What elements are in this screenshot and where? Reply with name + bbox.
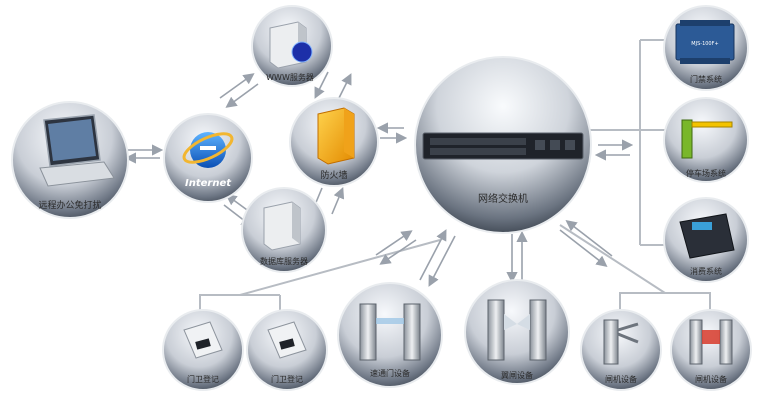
wing-gate-label: 翼闸设备	[501, 370, 533, 380]
access-control-label: 门禁系统	[690, 74, 722, 84]
controller-board-icon: MJS-100F+	[675, 20, 735, 64]
card-reader-icon	[267, 321, 307, 359]
node-access-control[interactable]: MJS-100F+ 门禁系统	[663, 5, 749, 91]
internet-label: Internet	[185, 178, 232, 189]
remote-office-label: 远程办公免打扰	[38, 199, 101, 211]
node-www-server[interactable]: WWW服务器	[251, 5, 333, 87]
node-guard-registration-1[interactable]: 门卫登记	[162, 309, 244, 391]
tripod-gate-label: 闸机设备	[605, 374, 637, 384]
internet-explorer-icon	[182, 132, 234, 168]
node-network-switch[interactable]: 网络交换机	[414, 56, 592, 234]
guard-registration-2-label: 门卫登记	[271, 374, 303, 384]
connector-lines	[199, 39, 711, 312]
arrows	[124, 71, 634, 287]
laptop-icon	[39, 114, 115, 187]
switch-icon	[422, 132, 584, 160]
guard-registration-1-label: 门卫登记	[187, 374, 219, 384]
node-swing-gate[interactable]: 闸机设备	[670, 309, 752, 391]
speed-gate-label: 速通门设备	[370, 368, 410, 378]
globe-icon	[291, 41, 313, 63]
speed-gate-icon	[359, 303, 421, 361]
www-server-label: WWW服务器	[266, 72, 314, 82]
barrier-gate-icon	[681, 119, 733, 159]
controller-model-label: MJS-100F+	[691, 41, 718, 47]
parking-label: 停车场系统	[686, 168, 726, 178]
switch-label: 网络交换机	[478, 192, 528, 205]
node-remote-office[interactable]: 远程办公免打扰	[11, 101, 129, 219]
node-guard-registration-2[interactable]: 门卫登记	[246, 309, 328, 391]
consumption-label: 消费系统	[690, 266, 722, 276]
swing-gate-icon	[689, 319, 733, 365]
node-speed-gate[interactable]: 速通门设备	[337, 282, 443, 388]
pos-terminal-icon	[679, 213, 735, 259]
node-wing-gate[interactable]: 翼闸设备	[464, 279, 570, 385]
tripod-turnstile-icon	[603, 319, 639, 365]
firewall-label: 防火墙	[320, 169, 347, 181]
firewall-icon	[317, 107, 355, 165]
card-reader-icon	[183, 321, 223, 359]
node-internet[interactable]: Internet	[163, 113, 253, 203]
database-server-label: 数据库服务器	[260, 256, 308, 266]
gates-bracket-connector	[559, 224, 711, 312]
right-bracket-connector	[639, 39, 665, 246]
wing-gate-icon	[487, 299, 547, 361]
guard-bracket-connector	[199, 239, 441, 312]
node-parking[interactable]: 停车场系统	[663, 97, 749, 183]
node-consumption[interactable]: 消费系统	[663, 197, 749, 283]
node-database-server[interactable]: 数据库服务器	[241, 187, 327, 273]
node-firewall[interactable]: 防火墙	[289, 97, 379, 187]
node-tripod-gate[interactable]: 闸机设备	[580, 309, 662, 391]
server-icon	[263, 201, 301, 251]
swing-gate-label: 闸机设备	[695, 374, 727, 384]
